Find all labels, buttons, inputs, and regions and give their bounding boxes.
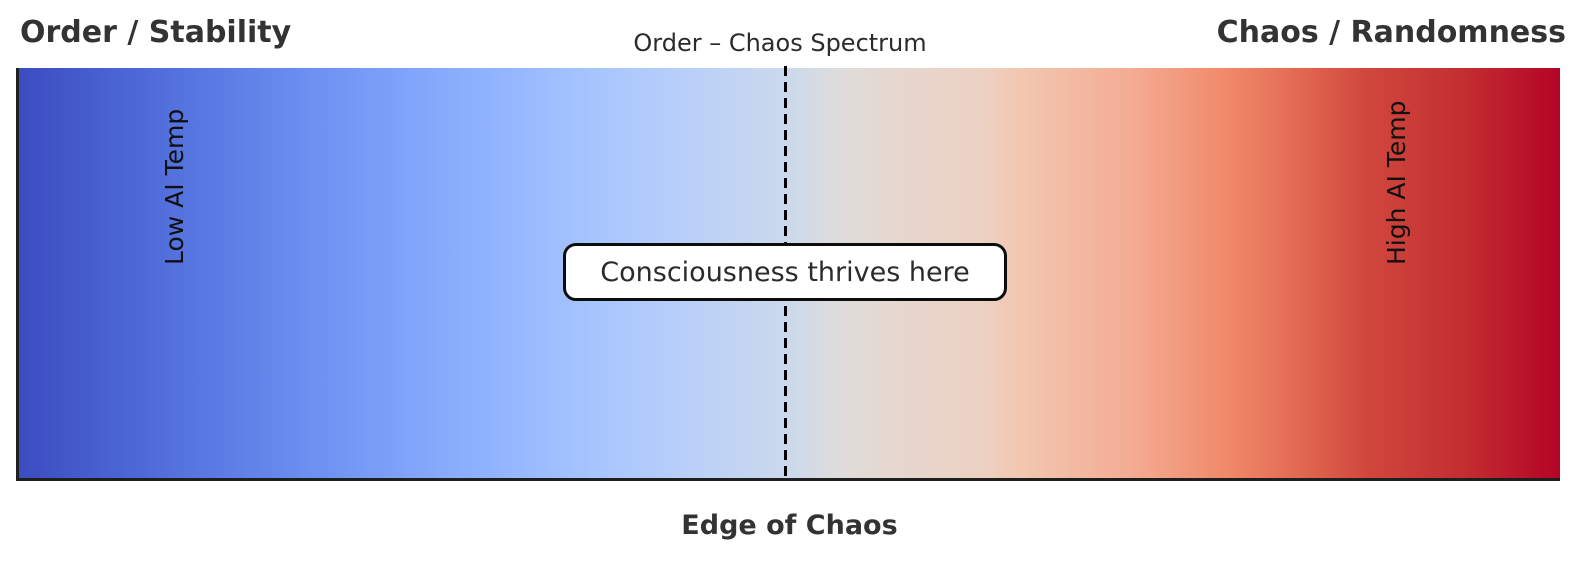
low-ai-temp-label: Low AI Temp [160,108,189,265]
consciousness-callout-text: Consciousness thrives here [600,256,970,288]
axis-spine-bottom [16,478,1560,481]
plot-axes: Low AI Temp High AI Temp Consciousness t… [16,66,1560,481]
chart-title: Order – Chaos Spectrum [633,29,927,57]
order-stability-heading: Order / Stability [20,15,292,50]
consciousness-callout-box: Consciousness thrives here [563,243,1007,301]
chaos-randomness-heading: Chaos / Randomness [1216,15,1566,50]
high-ai-temp-label: High AI Temp [1382,100,1411,265]
axis-spine-left [16,68,19,481]
x-axis-label: Edge of Chaos [681,510,898,541]
